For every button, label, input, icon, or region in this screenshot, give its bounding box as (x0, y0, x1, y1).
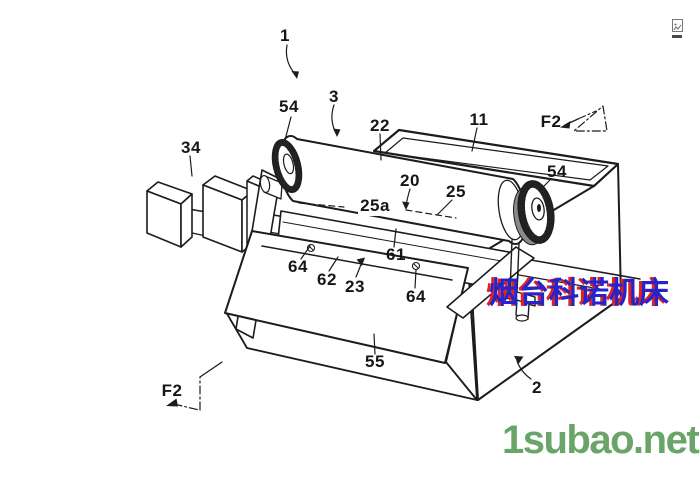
ref-label-34: 34 (181, 138, 201, 157)
ref-label-22: 22 (370, 116, 390, 135)
ref-label-61: 61 (386, 245, 406, 264)
ref-label-20: 20 (400, 171, 420, 190)
ref-label-23: 23 (345, 277, 365, 296)
ref-label-11: 11 (469, 110, 489, 129)
ref-label-55: 55 (365, 352, 385, 371)
ref-label-f2-top: F2 (540, 112, 562, 131)
leader-arrowheads (291, 71, 524, 364)
ref-label-f2-bottom: F2 (161, 381, 183, 400)
ref-label-64-right: 64 (406, 287, 426, 306)
ref-label-1: 1 (280, 26, 290, 45)
leader-lines (189, 44, 552, 380)
inclined-panel (224, 230, 469, 364)
right-support-arm (446, 246, 535, 319)
housing-top-opening (372, 128, 620, 188)
ref-label-54-left: 54 (279, 97, 299, 116)
ref-label-25a: 25a (358, 196, 392, 216)
section-indicator-f2-bottom (166, 361, 223, 411)
ref-label-54-right: 54 (547, 162, 567, 181)
ribbed-wheel-left (259, 138, 303, 200)
ribbed-wheel-right (513, 180, 555, 246)
section-indicator-f2-top (560, 105, 608, 132)
company-watermark: 烟台科诺机床 (489, 276, 669, 311)
broken-image-dash (672, 35, 682, 38)
ref-label-25: 25 (446, 182, 466, 201)
axis-line-25a (298, 202, 457, 219)
ref-label-2: 2 (532, 378, 542, 397)
ref-label-62: 62 (317, 270, 337, 289)
broken-image-icon (672, 19, 683, 32)
right-wheel-bracket (505, 239, 536, 322)
site-watermark: 1subao.net (502, 418, 700, 462)
ref-label-64-left: 64 (288, 257, 308, 276)
ref-label-3: 3 (329, 87, 339, 106)
